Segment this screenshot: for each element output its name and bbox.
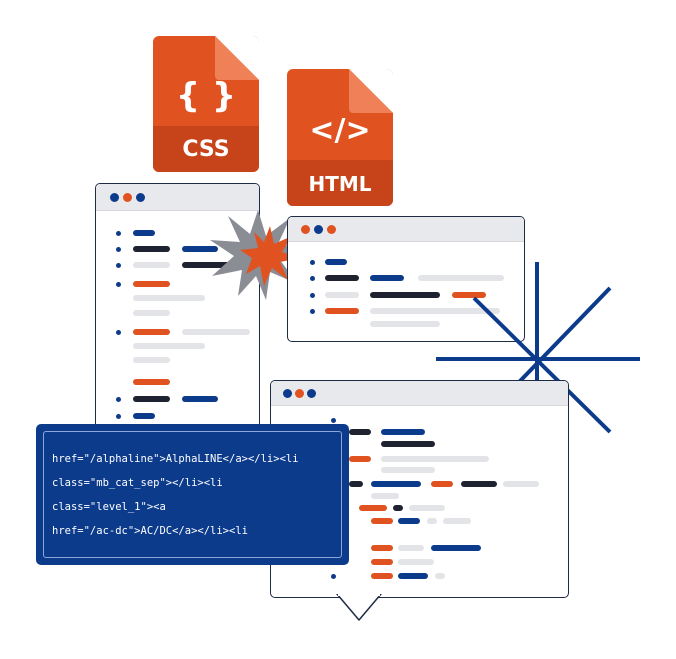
code-snippet-box: href="/alphaline">AlphaLINE</a></li><li … xyxy=(36,424,349,565)
code-line: class="mb_cat_sep"></li><li xyxy=(52,477,223,489)
code-line: href="/ac-dc">AC/DC</a></li><li xyxy=(52,525,248,537)
window-dot xyxy=(123,193,132,202)
editor-window-left xyxy=(95,183,260,455)
starburst-icon xyxy=(210,210,306,300)
code-line: href="/alphaline">AlphaLINE</a></li><li xyxy=(52,453,299,465)
window-dot xyxy=(295,389,304,398)
window-titlebar xyxy=(96,184,259,211)
code-line: class="level_1"><a xyxy=(52,501,166,513)
css-braces-glyph: { } xyxy=(175,76,237,116)
window-dot xyxy=(283,389,292,398)
code-snippet-frame xyxy=(43,431,342,558)
window-titlebar xyxy=(288,217,524,242)
html-file-label: HTML xyxy=(308,172,372,196)
html-tag-glyph: </> xyxy=(309,113,371,148)
window-dot xyxy=(307,389,316,398)
window-dot xyxy=(314,225,323,234)
window-titlebar xyxy=(271,381,568,406)
window-dot xyxy=(136,193,145,202)
css-file-icon: { } CSS xyxy=(153,36,259,172)
speech-tail-icon xyxy=(336,594,382,621)
window-dot xyxy=(301,225,310,234)
html-file-icon: </> HTML xyxy=(287,69,393,206)
window-dot xyxy=(327,225,336,234)
css-file-label: CSS xyxy=(182,137,230,162)
editor-window-right-top xyxy=(287,216,525,342)
window-dot xyxy=(110,193,119,202)
